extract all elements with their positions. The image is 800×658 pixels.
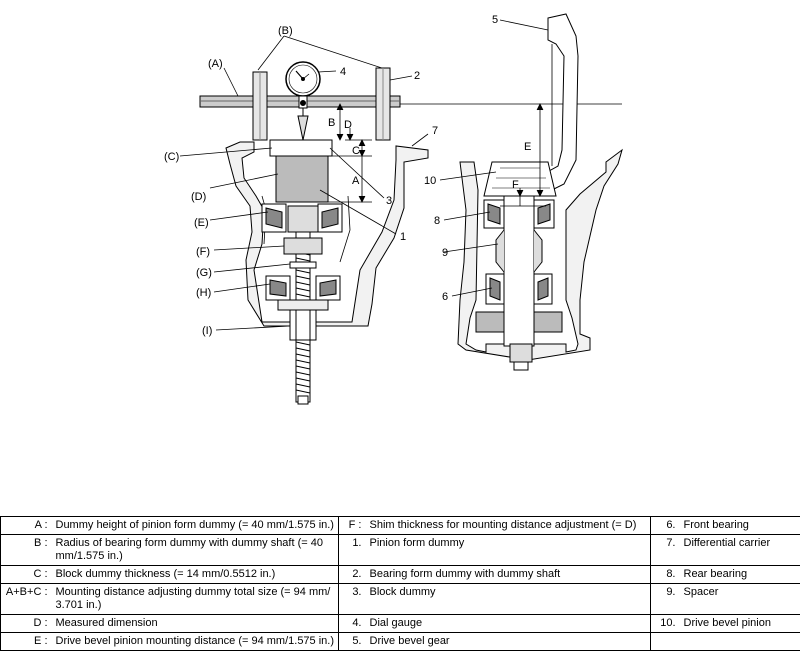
legend-value: Differential carrier (680, 534, 800, 566)
label-B-paren: (B) (278, 25, 293, 37)
legend-key: 4. (338, 614, 367, 633)
legend-row: A+B+C :Mounting distance adjusting dummy… (0, 583, 800, 615)
legend-value: Radius of bearing form dummy with dummy … (52, 534, 339, 566)
right-assembly (439, 13, 623, 371)
legend-key: 3. (338, 583, 367, 615)
dim-label-A: A (352, 175, 360, 187)
legend-key: D : (0, 614, 53, 633)
legend-key: 1. (338, 534, 367, 566)
legend-row: C :Block dummy thickness (= 14 mm/0.5512… (0, 565, 800, 584)
label-A-paren: (A) (208, 58, 223, 70)
left-assembly (179, 35, 622, 405)
dim-label-D: D (344, 119, 352, 131)
dim-label-F: F (512, 179, 519, 191)
legend-value: Drive bevel pinion (680, 614, 800, 633)
legend-value: Front bearing (680, 516, 800, 535)
collar (287, 205, 319, 233)
legend-key: 6. (650, 516, 681, 535)
legend-value: Spacer (680, 583, 800, 615)
legend-body: A :Dummy height of pinion form dummy (= … (0, 516, 800, 651)
legend-row: A :Dummy height of pinion form dummy (= … (0, 516, 800, 535)
legend-key: E : (0, 632, 53, 651)
legend-key: 10. (650, 614, 681, 633)
legend-value: Pinion form dummy (366, 534, 651, 566)
legend-key: A+B+C : (0, 583, 53, 615)
label-7: 7 (432, 125, 438, 137)
label-5: 5 (492, 14, 498, 26)
leader-lines-left (179, 35, 429, 331)
pinion-form-dummy (275, 155, 329, 203)
label-4: 4 (340, 66, 346, 78)
label-D-paren: (D) (191, 191, 206, 203)
legend-value: Block dummy thickness (= 14 mm/0.5512 in… (52, 565, 339, 584)
label-C-paren: (C) (164, 151, 179, 163)
legend-value: Drive bevel gear (366, 632, 651, 651)
legend-value: Shim thickness for mounting distance adj… (366, 516, 651, 535)
label-3: 3 (386, 195, 392, 207)
legend-value: Dial gauge (366, 614, 651, 633)
label-I-paren: (I) (202, 325, 212, 337)
washer (289, 261, 317, 269)
label-10: 10 (424, 175, 436, 187)
legend-key: 2. (338, 565, 367, 584)
label-8: 8 (434, 215, 440, 227)
legend-value: Rear bearing (680, 565, 800, 584)
leader-lines-right (439, 19, 549, 297)
block-dummy (269, 139, 333, 157)
legend-row: B :Radius of bearing form dummy with dum… (0, 534, 800, 566)
legend-key: 7. (650, 534, 681, 566)
legend-value: Drive bevel pinion mounting distance (= … (52, 632, 339, 651)
dim-label-E: E (524, 141, 531, 153)
legend-value: Dummy height of pinion form dummy (= 40 … (52, 516, 339, 535)
legend-value: Bearing form dummy with dummy shaft (366, 565, 651, 584)
rear-bearing-left (261, 203, 343, 233)
legend-key (650, 632, 681, 651)
dimension-lines-right (500, 103, 546, 207)
legend-value: Measured dimension (52, 614, 339, 633)
legend-value (680, 632, 800, 651)
label-H-paren: (H) (196, 287, 211, 299)
label-9: 9 (442, 247, 448, 259)
callout-labels: (A) (B) (C) (D) (E) (F) (G) (H) (I) 1 2 … (164, 14, 531, 337)
legend-key: C : (0, 565, 53, 584)
upper-nut (283, 237, 323, 255)
legend-key: A : (0, 516, 53, 535)
front-bearing-right (485, 273, 553, 305)
label-6: 6 (442, 291, 448, 303)
legend-row: E :Drive bevel pinion mounting distance … (0, 632, 800, 651)
carrier-housing (225, 141, 429, 327)
dim-label-C: C (352, 145, 360, 157)
drive-bevel-pinion (483, 161, 557, 197)
legend-value: Mounting distance adjusting dummy total … (52, 583, 339, 615)
legend-key: F : (338, 516, 367, 535)
label-F-paren: (F) (196, 246, 210, 258)
lower-nut (277, 299, 329, 311)
legend-key: 9. (650, 583, 681, 615)
rear-bearing-right (483, 199, 555, 229)
legend-table: A :Dummy height of pinion form dummy (= … (0, 516, 800, 651)
label-G-paren: (G) (196, 267, 212, 279)
measurement-diagram: (A) (B) (C) (D) (E) (F) (G) (H) (I) 1 2 … (164, 13, 623, 405)
label-1: 1 (400, 231, 406, 243)
label-E-paren: (E) (194, 217, 209, 229)
legend-key: 8. (650, 565, 681, 584)
dial-gauge (285, 61, 321, 141)
legend-value: Block dummy (366, 583, 651, 615)
label-2: 2 (414, 70, 420, 82)
legend-key: 5. (338, 632, 367, 651)
dim-label-B: B (328, 117, 335, 129)
legend-key: B : (0, 534, 53, 566)
front-bearing-left (265, 275, 341, 301)
